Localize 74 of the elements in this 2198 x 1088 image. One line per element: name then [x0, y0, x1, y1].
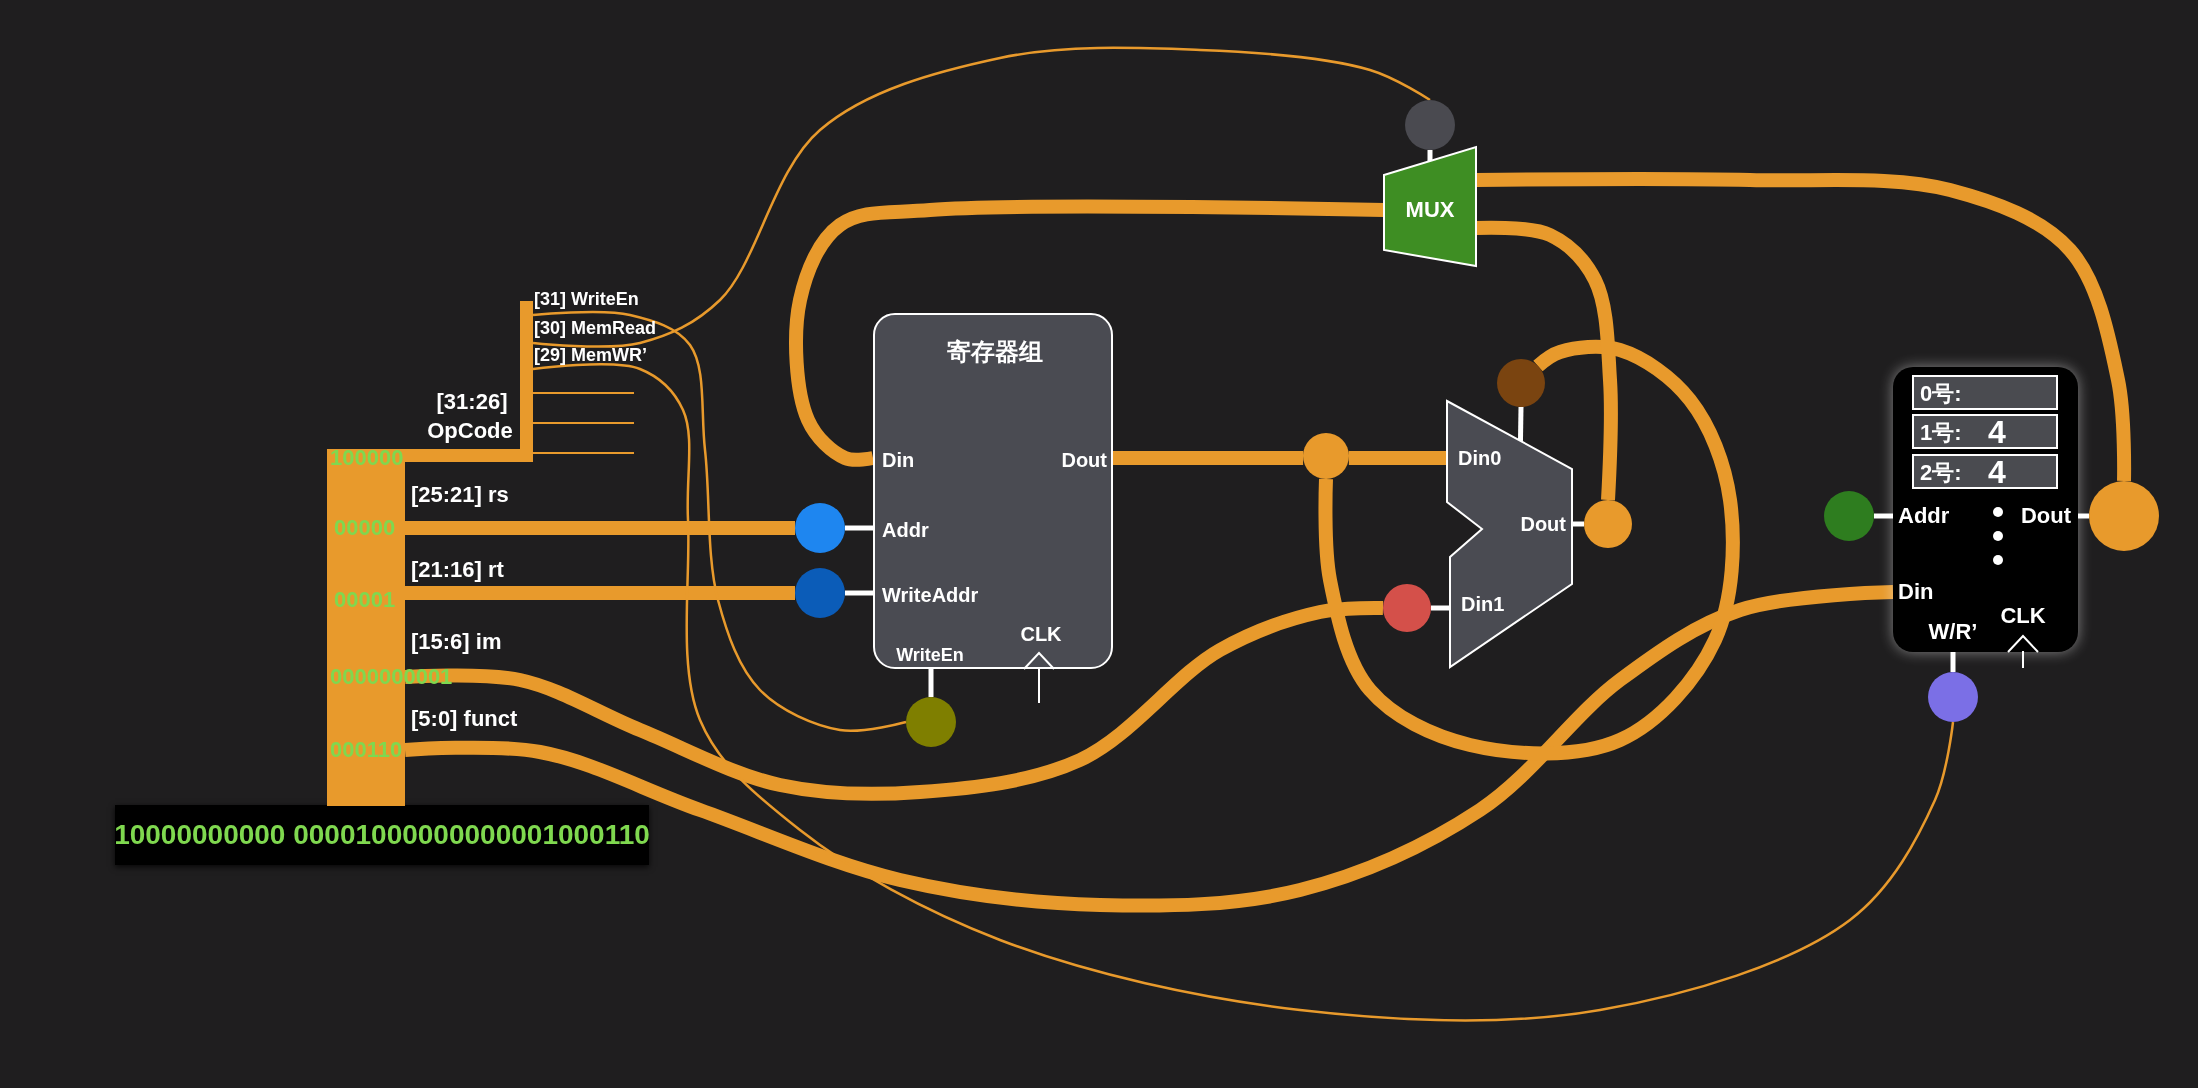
- port-label: Din: [1898, 579, 1934, 605]
- block-title: 寄存器组: [947, 338, 1043, 366]
- register-value: 4: [1988, 415, 2006, 451]
- port-stub: [2078, 513, 2089, 519]
- port-stub: [1950, 652, 1956, 672]
- port-label: CLK: [1020, 623, 1062, 645]
- memory-block: [1893, 367, 2078, 652]
- port-stub: [1431, 605, 1450, 611]
- bit-value: 00000: [334, 515, 396, 541]
- port-stub: [928, 669, 934, 697]
- block-title: MUX: [1405, 197, 1455, 223]
- bit-value: 100000: [330, 445, 404, 471]
- port-label: WriteAddr: [882, 584, 979, 606]
- slot-label: 2号:: [1920, 460, 1962, 486]
- bus-wire: [405, 521, 795, 535]
- edge-label: [25:21] rs: [411, 482, 509, 508]
- port-label: Dout: [1061, 449, 1107, 471]
- bus-wire: [789, 199, 1385, 467]
- register-value: 4: [1988, 455, 2006, 491]
- port-dot: [906, 697, 956, 747]
- port-label: Dout: [1520, 513, 1566, 535]
- port-stub: [845, 590, 873, 596]
- register-file-block: [873, 313, 1113, 669]
- bus-wire: [1348, 451, 1447, 465]
- edge-label: [31] WriteEn: [534, 290, 639, 310]
- bus-wire: [405, 586, 795, 600]
- port-stub: [1572, 521, 1584, 527]
- port-dot: [1405, 100, 1455, 150]
- port-dot: [1824, 491, 1874, 541]
- bit-value: 000110: [330, 737, 403, 763]
- port-label: Din1: [1461, 593, 1505, 615]
- port-dot: [1383, 584, 1431, 632]
- port-dot: [795, 503, 845, 553]
- port-stub: [845, 525, 873, 531]
- port-label: Din0: [1458, 447, 1502, 469]
- field-label: [31:26]: [436, 389, 508, 415]
- binary-value: 10000000000 00001000000000001000110: [114, 819, 650, 851]
- instruction-display: [115, 805, 649, 865]
- field-label: OpCode: [427, 418, 513, 444]
- port-dot: [1497, 359, 1545, 407]
- bit-value: 00001: [334, 587, 396, 613]
- edge-label: [29] MemWR’: [534, 346, 647, 366]
- port-dot: [1928, 672, 1978, 722]
- edge-label: [15:6] im: [411, 629, 502, 655]
- port-label: CLK: [2000, 603, 2046, 629]
- port-stub: [1517, 406, 1524, 441]
- port-label: WriteEn: [896, 646, 964, 666]
- port-dot: [795, 568, 845, 618]
- bus-wire: [1113, 451, 1304, 465]
- memory-slot: [1912, 454, 2058, 489]
- signal-wire: [532, 363, 1955, 1022]
- signal-wire: [532, 310, 907, 732]
- port-label: Addr: [1898, 503, 1950, 529]
- bus-wire: [1318, 339, 1740, 761]
- junction-dot: [1303, 433, 1349, 479]
- port-label: Dout: [2020, 503, 2071, 529]
- bus-wire: [404, 585, 1894, 913]
- edge-label: [21:16] rt: [411, 557, 504, 583]
- slot-label: 1号:: [1920, 420, 1962, 446]
- port-label: Din: [882, 449, 915, 471]
- bit-value: 0000000001: [330, 664, 453, 690]
- junction-dot: [1584, 500, 1632, 548]
- port-stub: [1874, 513, 1893, 519]
- memory-slot: [1912, 414, 2058, 449]
- memory-slot: [1912, 375, 2058, 410]
- mux-block: [1384, 147, 1476, 266]
- edge-label: [5:0] funct: [411, 706, 518, 732]
- slot-label: 0号:: [1920, 381, 1962, 407]
- port-label: Addr: [882, 519, 929, 541]
- edge-label: [30] MemRead: [534, 319, 657, 339]
- signal-wire: [532, 46, 1431, 348]
- bus-wire: [404, 600, 1384, 801]
- port-label: W/R’: [1928, 619, 1978, 645]
- alu-block: [1447, 401, 1573, 667]
